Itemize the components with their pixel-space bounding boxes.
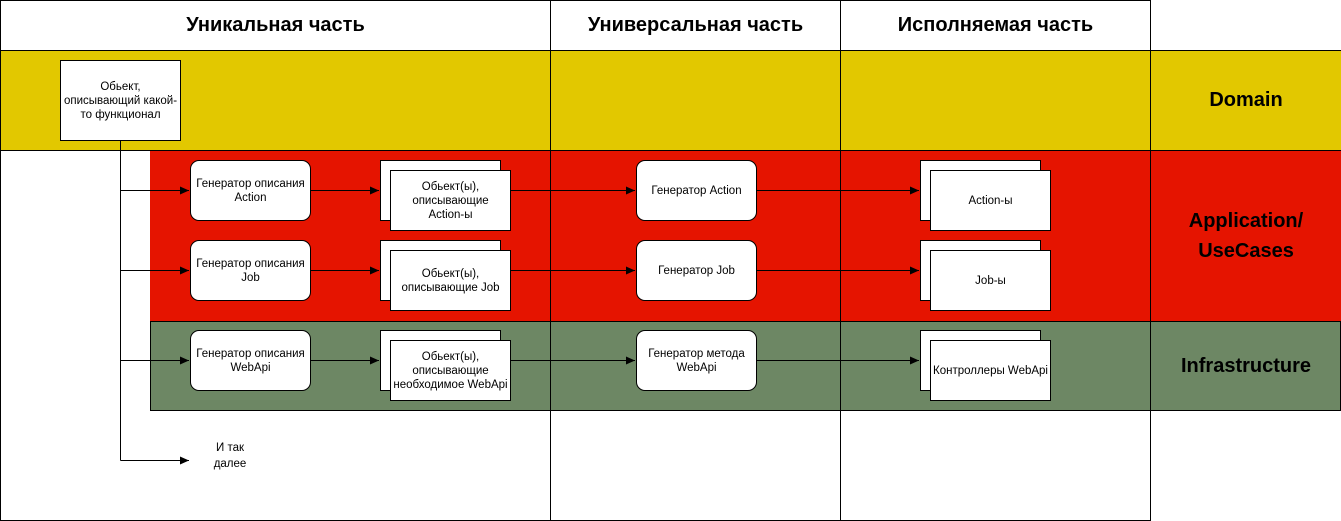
domain-object-node: Обьект, описывающий какой-то функционал: [60, 60, 181, 141]
header-universal: Универсальная часть: [550, 0, 841, 51]
jobs-node: Job-ы: [930, 250, 1051, 311]
actions-node: Action-ы: [930, 170, 1051, 231]
webapi-objects-node: Обьект(ы), описывающие необходимое WebAp…: [390, 340, 511, 401]
and-so-on-label: И так далее: [213, 442, 247, 470]
job-objects-node: Обьект(ы), описывающие Job: [390, 250, 511, 311]
header-unique: Уникальная часть: [0, 0, 551, 51]
layer-label-infrastructure: Infrastructure: [1180, 355, 1312, 377]
controllers-node: Контроллеры WebApi: [930, 340, 1051, 401]
webapi-method-generator: Генератор метода WebApi: [636, 330, 757, 391]
action-objects-node: Обьект(ы), описывающие Action-ы: [390, 170, 511, 231]
action-description-generator: Генератор описания Action: [190, 160, 311, 221]
job-generator: Генератор Job: [636, 240, 757, 301]
job-description-generator: Генератор описания Job: [190, 240, 311, 301]
layer-label-divider: [1150, 50, 1151, 411]
webapi-description-generator: Генератор описания WebApi: [190, 330, 311, 391]
layer-label-application: Application/ UseCases: [1188, 210, 1304, 262]
action-generator: Генератор Action: [636, 160, 757, 221]
layer-label-domain: Domain: [1209, 89, 1283, 111]
domain-band: [0, 50, 1341, 151]
header-executable: Исполняемая часть: [840, 0, 1151, 51]
